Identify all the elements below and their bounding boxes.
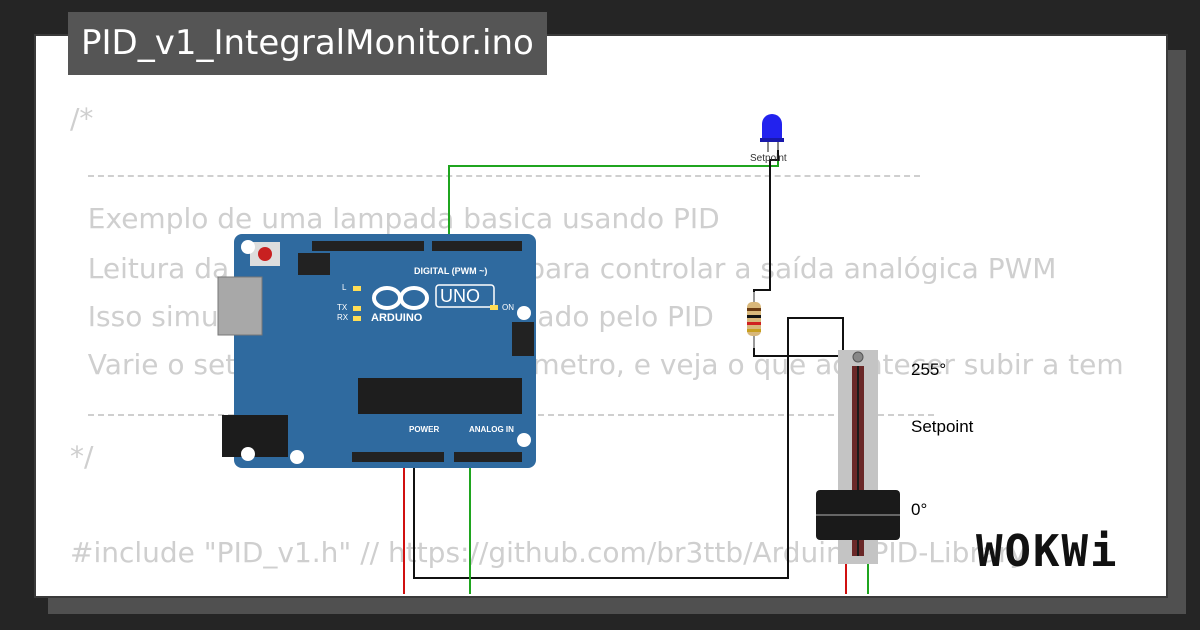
slider-max-label: 255° bbox=[911, 360, 947, 379]
mount-hole bbox=[290, 450, 304, 464]
rx-led bbox=[353, 316, 361, 321]
tx-label: TX bbox=[337, 303, 348, 312]
on-led bbox=[490, 305, 498, 310]
code-line-6: */ bbox=[70, 440, 94, 473]
tx-led bbox=[353, 306, 361, 311]
wire-pin6-to-led[interactable] bbox=[448, 146, 779, 248]
window-title: PID_v1_IntegralMonitor.ino bbox=[68, 12, 547, 75]
code-line-7: #include "PID_v1.h" // https://github.co… bbox=[70, 536, 1027, 569]
on-label: ON bbox=[502, 303, 514, 312]
code-line-2: Exemplo de uma lampada basica usando PID bbox=[70, 202, 720, 235]
arduino-brand-label: ARDUINO bbox=[371, 312, 423, 324]
analog-label: ANALOG IN bbox=[469, 425, 514, 434]
header-analog bbox=[454, 452, 522, 462]
wokwi-logo: WOKWi bbox=[976, 526, 1119, 577]
digital-header-label: DIGITAL (PWM ~) bbox=[414, 266, 488, 276]
led-label: Setpoint bbox=[750, 153, 787, 164]
slide-potentiometer[interactable] bbox=[816, 350, 900, 564]
power-jack bbox=[222, 415, 288, 457]
icsp-header bbox=[298, 253, 330, 275]
arduino-model-label: UNO bbox=[440, 286, 480, 306]
arduino-uno-board[interactable] bbox=[217, 234, 536, 468]
l-led bbox=[353, 286, 361, 291]
blue-led[interactable] bbox=[760, 114, 784, 152]
header-top-left bbox=[312, 241, 424, 251]
mount-hole bbox=[517, 306, 531, 320]
rx-label: RX bbox=[337, 313, 349, 322]
mount-hole bbox=[241, 240, 255, 254]
reset-button[interactable] bbox=[258, 247, 272, 261]
mount-hole bbox=[241, 447, 255, 461]
power-label: POWER bbox=[409, 425, 440, 434]
resistor[interactable] bbox=[747, 292, 761, 348]
l-label: L bbox=[342, 283, 347, 292]
usb-port bbox=[217, 276, 263, 336]
code-dash-divider bbox=[88, 175, 920, 177]
project-card: /* Exemplo de uma lampada basica usando … bbox=[34, 34, 1168, 598]
atmega-chip bbox=[358, 378, 522, 414]
wire-led-to-resistor[interactable] bbox=[753, 146, 779, 300]
mount-hole bbox=[517, 433, 531, 447]
wire-ground[interactable] bbox=[413, 317, 844, 579]
header-power bbox=[352, 452, 444, 462]
uno-label-box bbox=[435, 284, 495, 308]
code-line-1: /* bbox=[70, 102, 94, 135]
icsp-header-2 bbox=[512, 322, 534, 356]
slider-name-label: Setpoint bbox=[911, 417, 974, 436]
slider-min-label: 0° bbox=[911, 500, 928, 519]
arduino-infinity-logo bbox=[372, 286, 429, 310]
header-top-right bbox=[432, 241, 522, 251]
